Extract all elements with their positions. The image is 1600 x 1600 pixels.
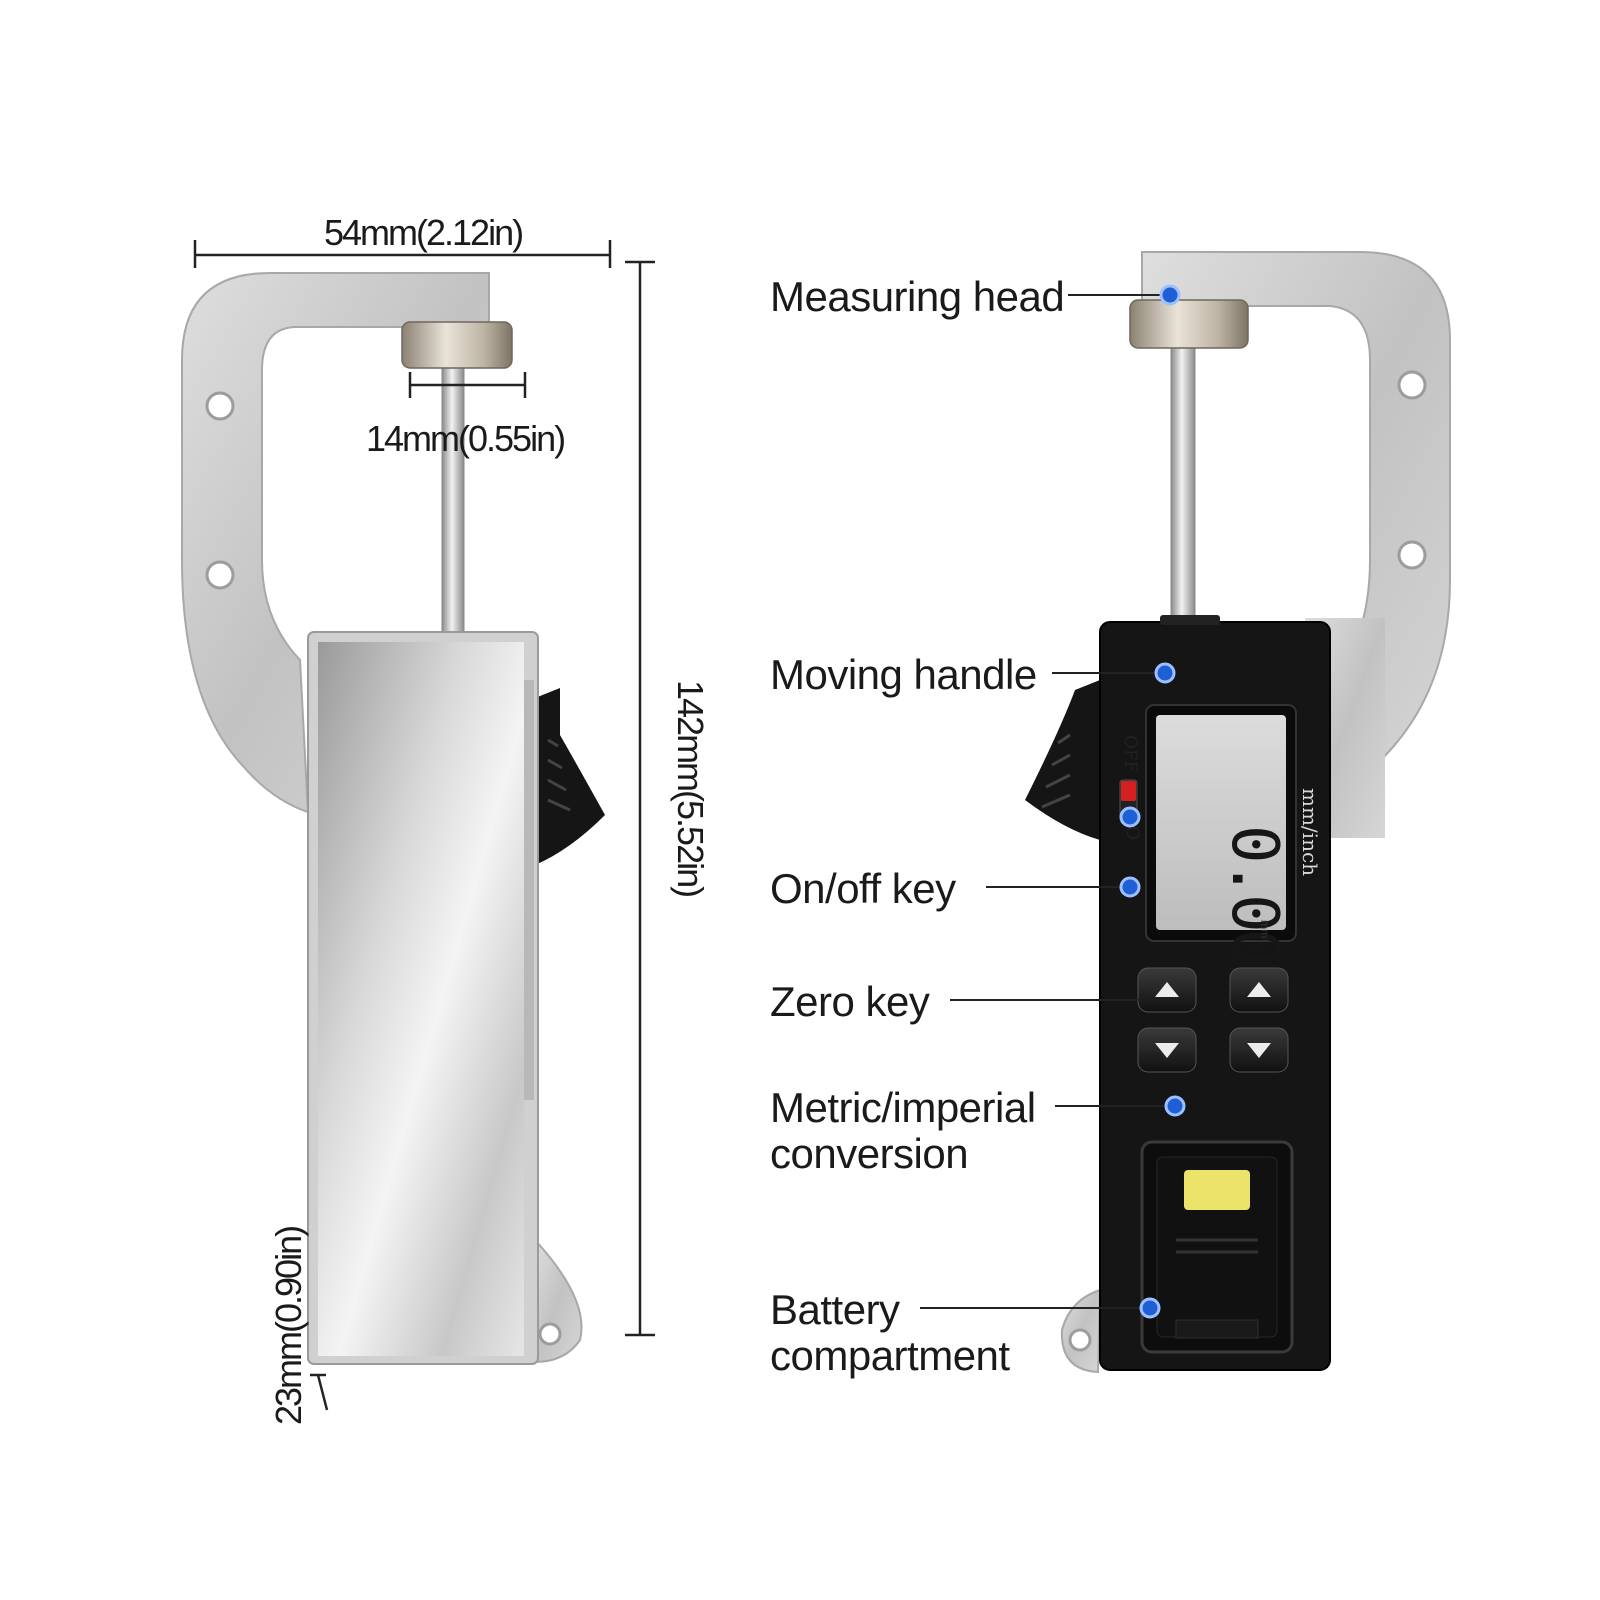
- height-dimension-label: 142mm(5.52in): [670, 680, 711, 897]
- moving-handle: [530, 688, 605, 865]
- callout-moving-handle: Moving handle: [770, 651, 1037, 698]
- switch-off-label: OFF: [1120, 735, 1140, 773]
- handle-grip-ridges: [547, 738, 571, 812]
- callout-dots: [1119, 284, 1186, 1319]
- callout-measuring-head: Measuring head: [770, 273, 1065, 320]
- front-view-gauge: [1025, 251, 1451, 1374]
- measuring-head: [1129, 299, 1249, 349]
- mounting-hole: [1397, 540, 1427, 570]
- thickness-dimension-line: [316, 1374, 329, 1411]
- lcd-unit: mm: [1258, 920, 1270, 939]
- down-arrow-icon: [1247, 1043, 1271, 1058]
- lanyard-hole: [538, 1322, 562, 1346]
- callout-battery-line2: compartment: [770, 1332, 1010, 1379]
- spindle-rod: [1170, 339, 1196, 623]
- dimension-lines: [193, 240, 655, 1411]
- lcd-reading: 0.00: [1217, 825, 1291, 964]
- body-edge: [524, 680, 534, 1100]
- measuring-head: [401, 321, 513, 369]
- callout-on-off-key: On/off key: [770, 865, 956, 912]
- battery-button: [1184, 1170, 1250, 1210]
- power-switch-slider: [1121, 781, 1136, 801]
- lcd-screen: [1156, 715, 1286, 930]
- spindle-rod: [441, 359, 465, 637]
- callout-metric-imperial-line1: Metric/imperial: [770, 1084, 1036, 1131]
- lanyard-tab: [534, 1237, 583, 1364]
- keypad: [1137, 967, 1289, 1073]
- side-view-c-frame: [181, 272, 490, 814]
- mounting-hole: [1397, 370, 1427, 400]
- up-arrow-icon: [1247, 982, 1271, 997]
- mounting-hole: [205, 560, 235, 590]
- unit-label: mm/inch: [1298, 788, 1322, 877]
- callout-battery-line1: Battery: [770, 1286, 900, 1333]
- body-side-face: [318, 642, 524, 1356]
- switch-on-label: O: [1122, 826, 1142, 840]
- handle-grip-ridges: [1041, 733, 1071, 809]
- lanyard-hole: [1068, 1328, 1092, 1352]
- head-diameter-label: 14mm(0.55in): [366, 418, 566, 459]
- thickness-dimension-label: 23mm(0.90in): [268, 1226, 309, 1425]
- callout-leaders: [920, 294, 1170, 1309]
- callout-metric-imperial-line2: conversion: [770, 1130, 969, 1177]
- mounting-hole: [205, 391, 235, 421]
- callout-zero-key: Zero key: [770, 978, 930, 1025]
- down-arrow-icon: [1155, 1043, 1179, 1058]
- width-dimension-label: 54mm(2.12in): [324, 212, 524, 253]
- up-arrow-icon: [1155, 982, 1179, 997]
- side-view-gauge: [181, 272, 605, 1365]
